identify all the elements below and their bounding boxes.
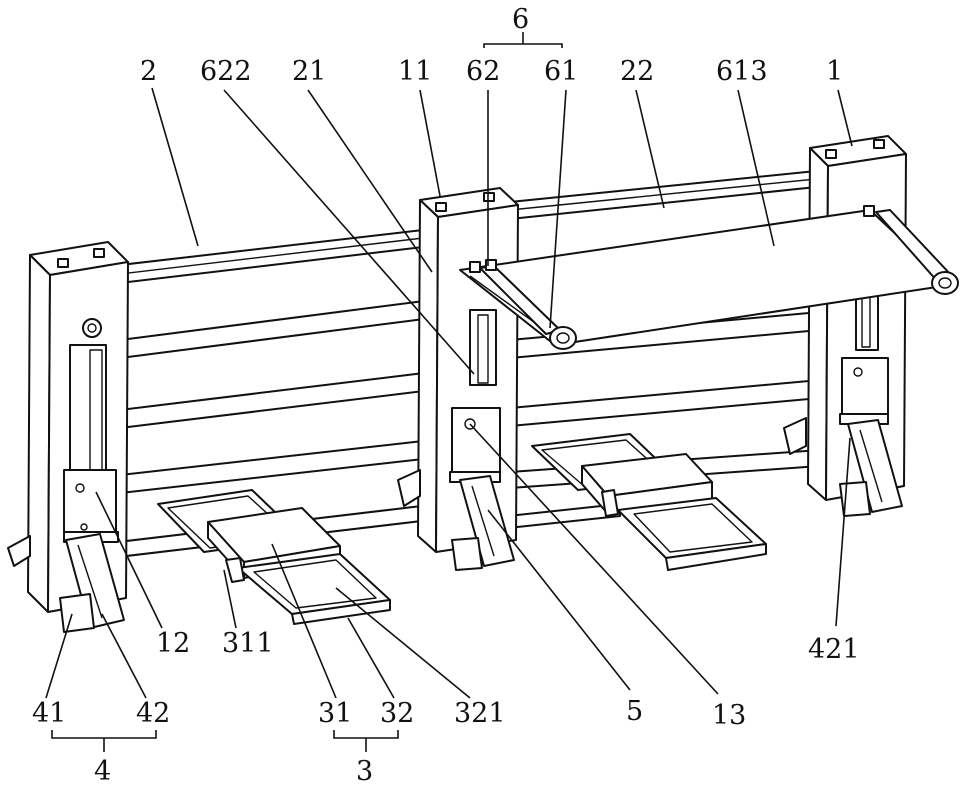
label-61: 61 (544, 56, 578, 87)
label-21: 21 (292, 56, 326, 87)
label-13: 13 (712, 700, 746, 731)
label-311: 311 (222, 628, 274, 659)
label-1: 1 (826, 56, 843, 87)
label-613: 613 (716, 56, 768, 87)
label-4: 4 (94, 756, 111, 786)
label-11: 11 (398, 56, 432, 87)
label-421: 421 (808, 634, 860, 665)
label-22: 22 (620, 56, 654, 87)
label-3: 3 (356, 756, 373, 786)
label-32: 32 (380, 698, 414, 729)
bracket-3 (334, 730, 398, 738)
bracket-4 (52, 730, 156, 738)
label-12: 12 (156, 628, 190, 659)
label-2: 2 (140, 56, 157, 87)
bracket-6 (484, 44, 562, 48)
label-31: 31 (318, 698, 352, 729)
label-62: 62 (466, 56, 500, 87)
label-321: 321 (454, 698, 506, 729)
right-tray-unit (532, 434, 766, 570)
label-5: 5 (626, 696, 643, 727)
label-42: 42 (136, 698, 170, 729)
label-6: 6 (512, 4, 529, 35)
label-622: 622 (200, 56, 252, 87)
label-41: 41 (32, 698, 66, 729)
